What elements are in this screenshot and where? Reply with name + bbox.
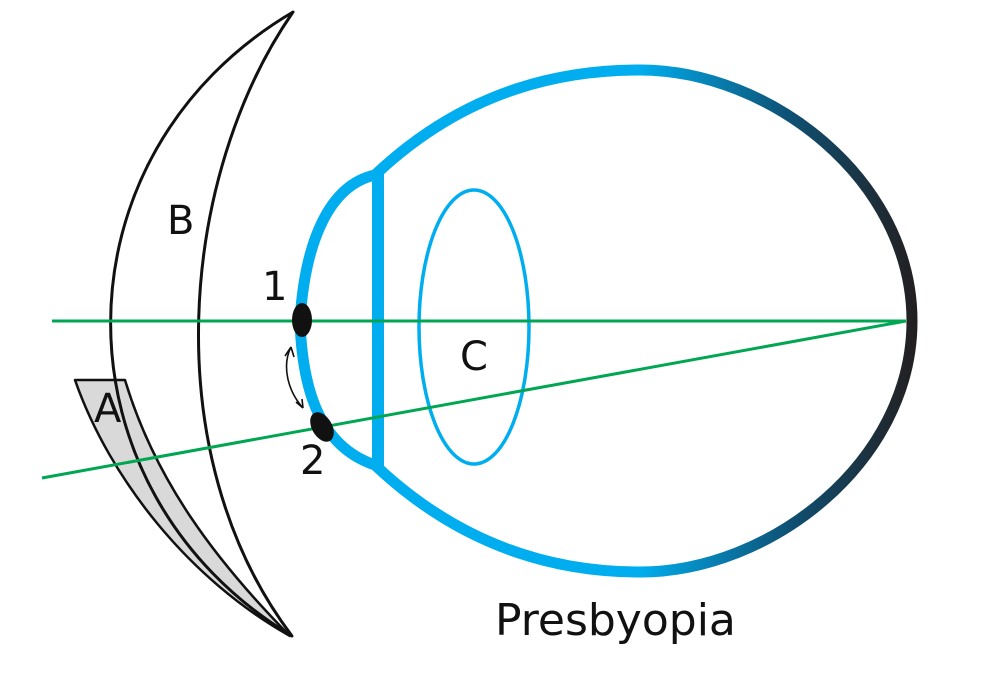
eyeball-outline [369, 64, 918, 578]
label-b: B [167, 198, 194, 244]
label-point-2: 2 [300, 438, 325, 484]
oblique-sight-line [41, 319, 907, 480]
lens-b [109, 10, 295, 638]
movement-arrow [285, 346, 304, 409]
label-a: A [94, 386, 122, 432]
label-c: C [460, 334, 488, 380]
movement-arrow-head-bottom [295, 398, 304, 409]
point-1-marker [292, 303, 312, 337]
label-point-1: 1 [262, 264, 287, 310]
point-2-marker [310, 412, 334, 442]
diagram-caption: Presbyopia [495, 595, 736, 646]
movement-arrow-head-top [284, 346, 295, 358]
crystalline-lens-c [417, 188, 531, 466]
